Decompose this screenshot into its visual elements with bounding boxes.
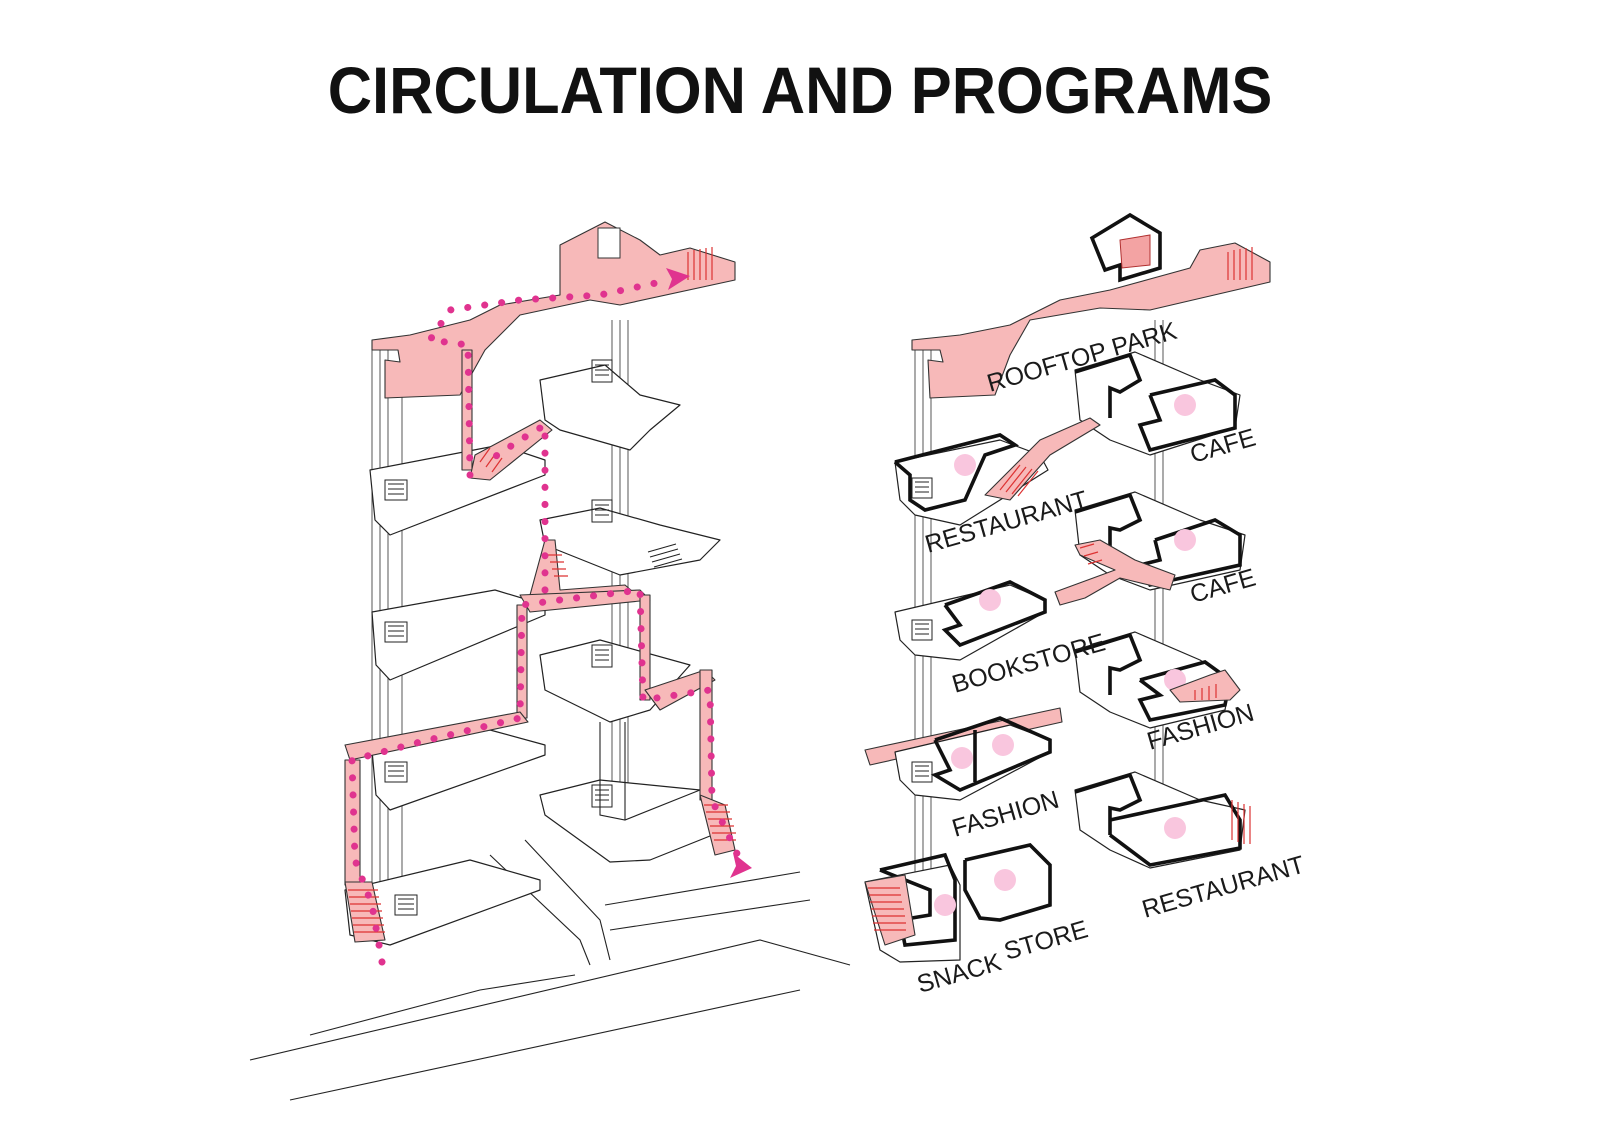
programs-diagram: ROOFTOP PARK CAFE RESTAURANT CAFE BOOKST… [864,212,1308,999]
program-marker [951,747,973,769]
rooftop-stair-r [1227,247,1253,280]
site-lines [249,839,851,1101]
stair-icon [384,479,418,916]
program-marker [1174,529,1196,551]
program-marker [934,894,956,916]
arrow-end-bottom [730,853,752,878]
program-marker [979,589,1001,611]
restaurant-stair [999,464,1039,497]
program-marker [1174,394,1196,416]
fashion-stair [1194,684,1217,700]
rooftop-pavilion [1089,212,1162,283]
right-slabs [539,359,726,863]
stair-icon [911,477,933,499]
circulation-path [344,221,752,966]
stair-icon [911,619,933,641]
snack-stair [868,887,906,931]
program-marker [954,454,976,476]
rooftop-park-area [911,242,1271,399]
stair-icon [911,761,933,783]
program-marker [994,869,1016,891]
rooftop-stair [687,247,713,280]
cafe-stair [1079,543,1103,565]
diagram-title: CIRCULATION AND PROGRAMS [327,53,1273,127]
label-store: STORE [1001,915,1091,966]
restaurant-stair-r [1231,800,1251,844]
left-slabs [344,444,546,946]
program-marker [1164,817,1186,839]
ground-stair [348,889,385,933]
program-marker [992,734,1014,756]
stair-icon [591,359,683,808]
arrow-end-top [666,268,690,290]
circulation-diagram [249,221,851,1101]
